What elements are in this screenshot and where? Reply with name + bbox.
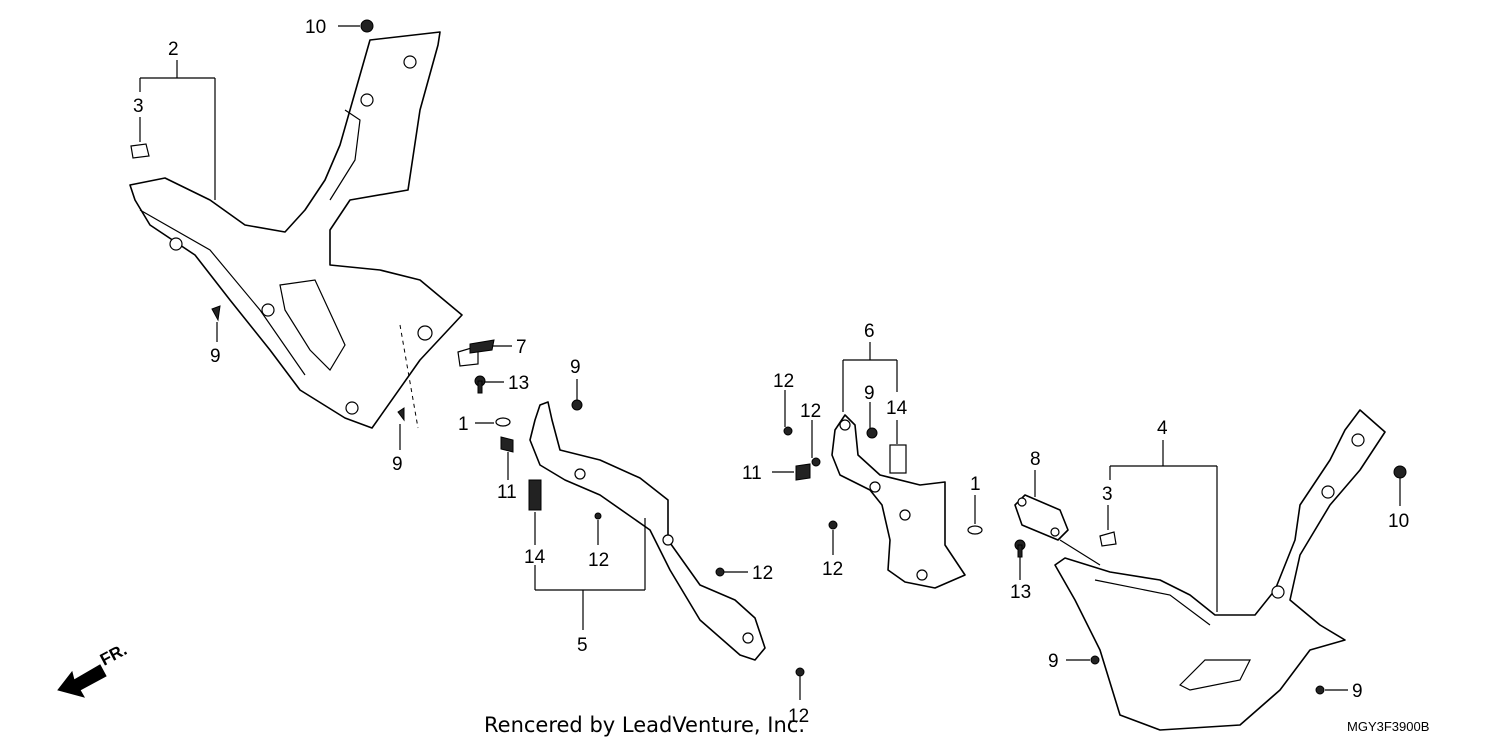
callout-12: 12	[800, 401, 821, 422]
part-5-left-panel	[529, 401, 766, 661]
callout-7: 7	[516, 337, 527, 358]
leader-lines	[139, 25, 1401, 700]
callout-14: 14	[886, 398, 908, 419]
callout-8: 8	[1030, 449, 1041, 470]
front-direction-arrow: FR.	[57, 640, 130, 698]
callout-13: 13	[508, 373, 529, 394]
callout-10: 10	[1388, 511, 1409, 532]
callout-9: 9	[570, 357, 581, 378]
callout-9: 9	[1352, 681, 1363, 702]
callout-5: 5	[577, 635, 588, 656]
callout-12: 12	[588, 550, 609, 571]
part-6-center-bracket	[831, 414, 966, 589]
callout-10: 10	[305, 17, 326, 38]
callout-12: 12	[773, 371, 794, 392]
callout-13: 13	[1010, 582, 1031, 603]
callout-6: 6	[864, 321, 875, 342]
callout-1: 1	[458, 414, 469, 435]
callout-12: 12	[788, 706, 809, 727]
part-2-left-cowl	[129, 31, 463, 429]
callout-11: 11	[742, 463, 762, 484]
front-direction-label: FR.	[97, 640, 130, 670]
callout-1: 1	[970, 474, 981, 495]
callout-2: 2	[168, 39, 179, 60]
callout-3: 3	[1102, 484, 1113, 505]
callout-12: 12	[822, 559, 843, 580]
footer-credit: Rencered by LeadVenture, Inc.	[484, 713, 805, 737]
callout-9: 9	[210, 346, 221, 367]
diagram-code: MGY3F3900B	[1347, 719, 1429, 734]
callout-9: 9	[392, 454, 403, 475]
callout-9: 9	[1048, 651, 1059, 672]
callout-3: 3	[133, 96, 144, 117]
callout-labels: 10 2 3 9 9 7 13 1 11 14 9 12 12 5 12 6 1…	[133, 17, 1409, 727]
callout-9: 9	[864, 383, 875, 404]
callout-14: 14	[524, 547, 546, 568]
part-8-bracket	[1014, 494, 1069, 541]
hardware	[130, 19, 1407, 695]
callout-12: 12	[752, 563, 773, 584]
callout-4: 4	[1157, 418, 1168, 439]
callout-11: 11	[497, 482, 517, 503]
part-4-right-cowl	[1054, 409, 1386, 731]
